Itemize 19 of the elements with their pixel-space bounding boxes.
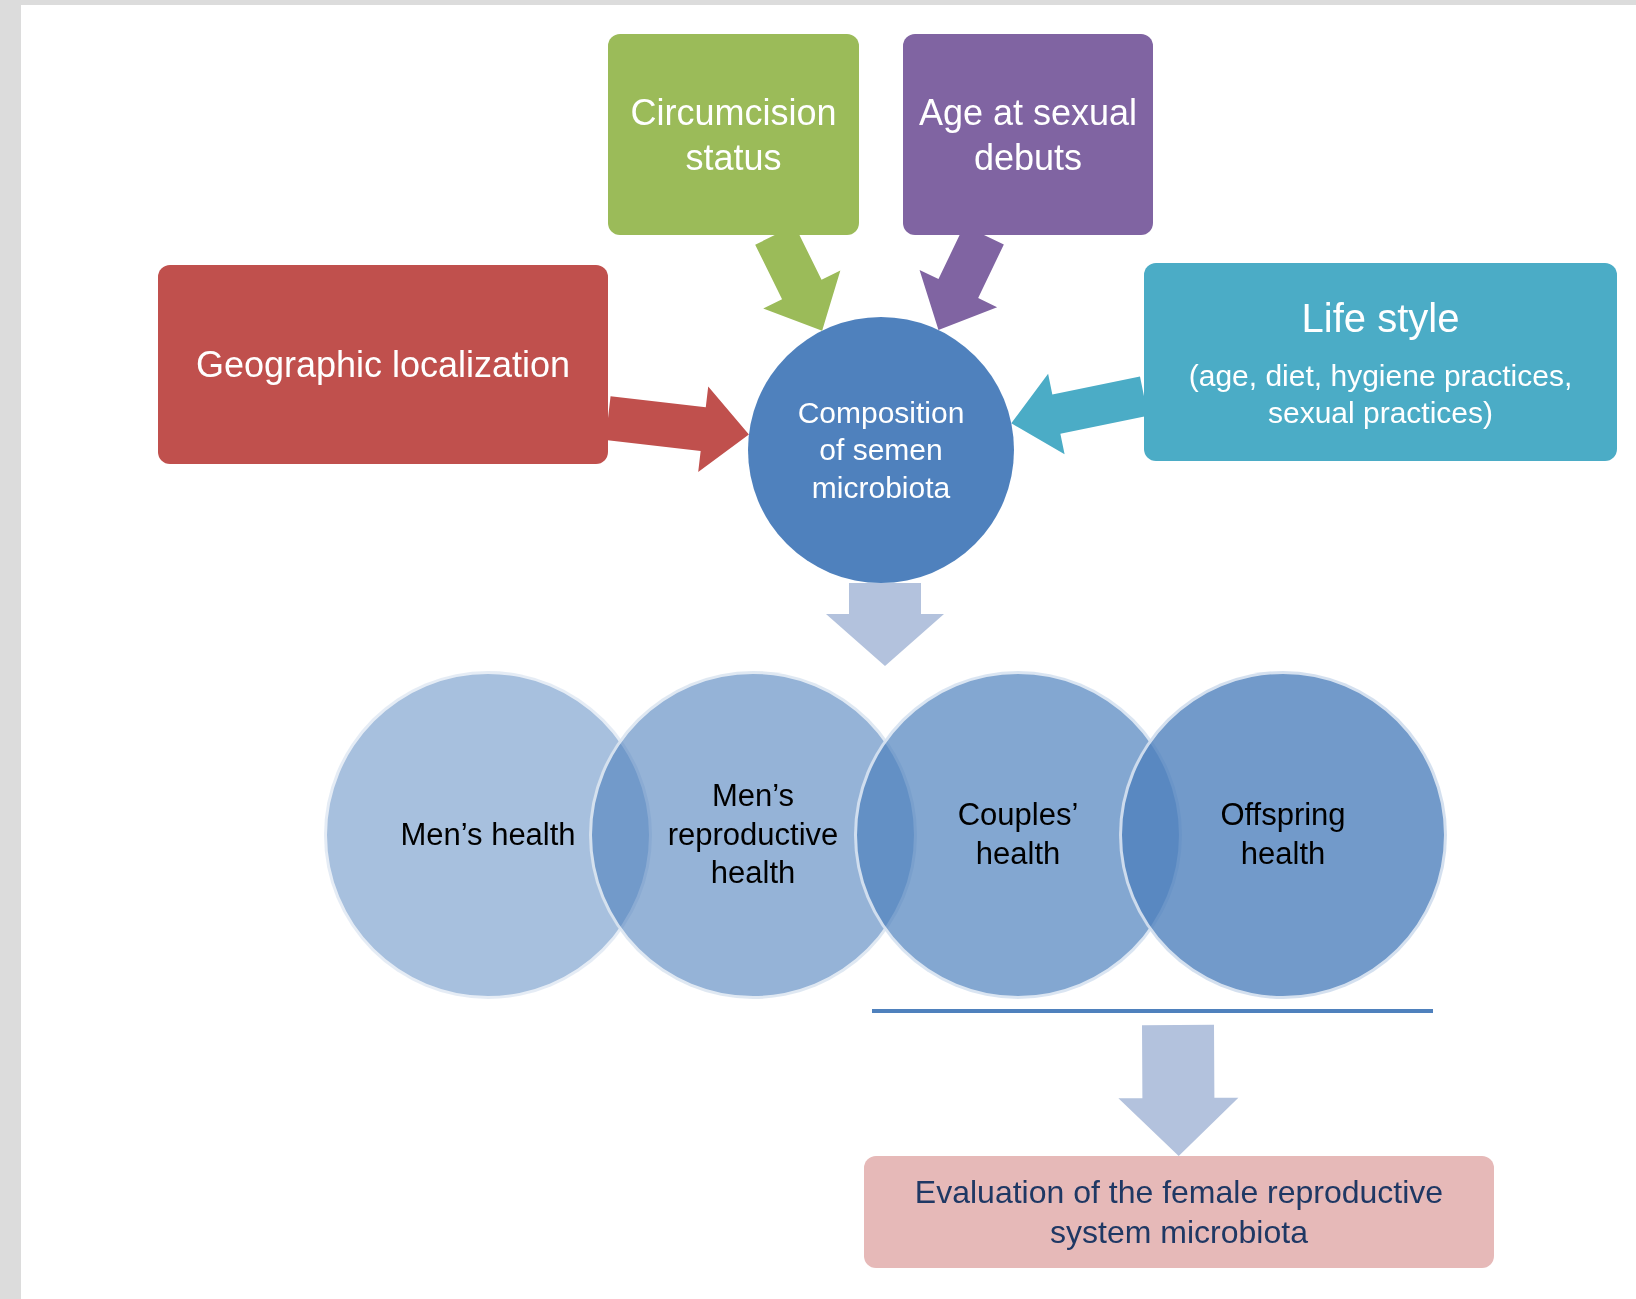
block-arrow <box>826 583 944 666</box>
text-box <box>864 1156 1494 1268</box>
node-label: Couples’ health <box>956 796 1080 873</box>
node-label: Offspring health <box>1219 796 1347 873</box>
block-arrow <box>1118 1024 1239 1156</box>
text-box <box>903 34 1153 235</box>
node-label: Life style <box>1301 294 1460 342</box>
text-box <box>1144 263 1617 461</box>
node-label: Evaluation of the female reproductive system microbiota <box>913 1173 1445 1252</box>
node-label: Composition of semen microbiota <box>796 394 966 506</box>
text-box <box>608 34 859 235</box>
node-label: Geographic localization <box>195 343 571 387</box>
node-label: Circumcision status <box>629 90 838 180</box>
text-box <box>158 265 608 464</box>
node-subtext: (age, diet, hygiene practices, sexual practices) <box>1187 357 1574 431</box>
node-label: Men’s reproductive health <box>666 776 840 893</box>
block-arrow <box>605 386 749 472</box>
node-label: Age at sexual debuts <box>917 90 1139 180</box>
node-label: Men’s health <box>400 815 576 854</box>
